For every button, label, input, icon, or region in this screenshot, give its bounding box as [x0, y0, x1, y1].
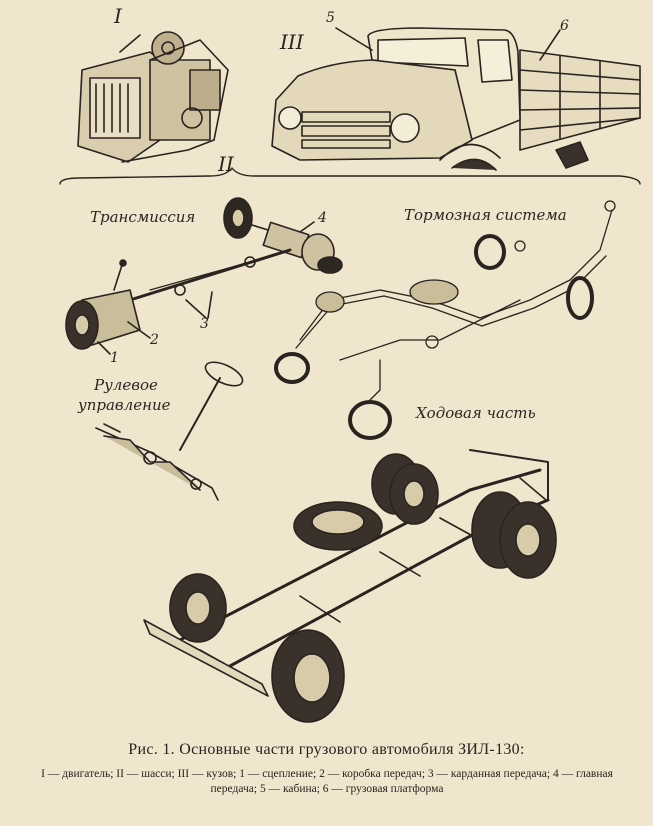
chassis-brace: [59, 167, 641, 185]
label-steering-line2: управление: [78, 396, 171, 414]
label-transmission: Трансмиссия: [90, 208, 196, 226]
brake-system-drawing: [274, 200, 616, 440]
zil130-parts-illustration: [59, 27, 641, 723]
figure-caption-title: Рис. 1. Основные части грузового автомоб…: [128, 741, 525, 758]
label-num-5: 5: [326, 10, 335, 26]
label-chassis-roman: II: [218, 152, 234, 176]
figure-caption-legend: I — двигатель; II — шасси; III — кузов; …: [41, 768, 613, 795]
label-num-4: 4: [318, 210, 327, 226]
label-brake-system: Тормозная система: [404, 206, 567, 224]
label-steering-line1: Рулевое: [94, 376, 158, 394]
label-num-1: 1: [110, 350, 119, 366]
label-body-roman: III: [280, 30, 304, 54]
engine-drawing: [77, 31, 229, 163]
truck-drawing: [271, 27, 641, 171]
label-num-3: 3: [200, 316, 209, 332]
label-num-6: 6: [560, 18, 569, 34]
transmission-drawing: [65, 197, 343, 355]
chassis-drawing: [143, 449, 557, 723]
label-running-gear: Ходовая часть: [416, 404, 536, 422]
label-num-2: 2: [150, 332, 159, 348]
steering-drawing: [95, 361, 244, 501]
label-engine-roman: I: [114, 4, 122, 28]
